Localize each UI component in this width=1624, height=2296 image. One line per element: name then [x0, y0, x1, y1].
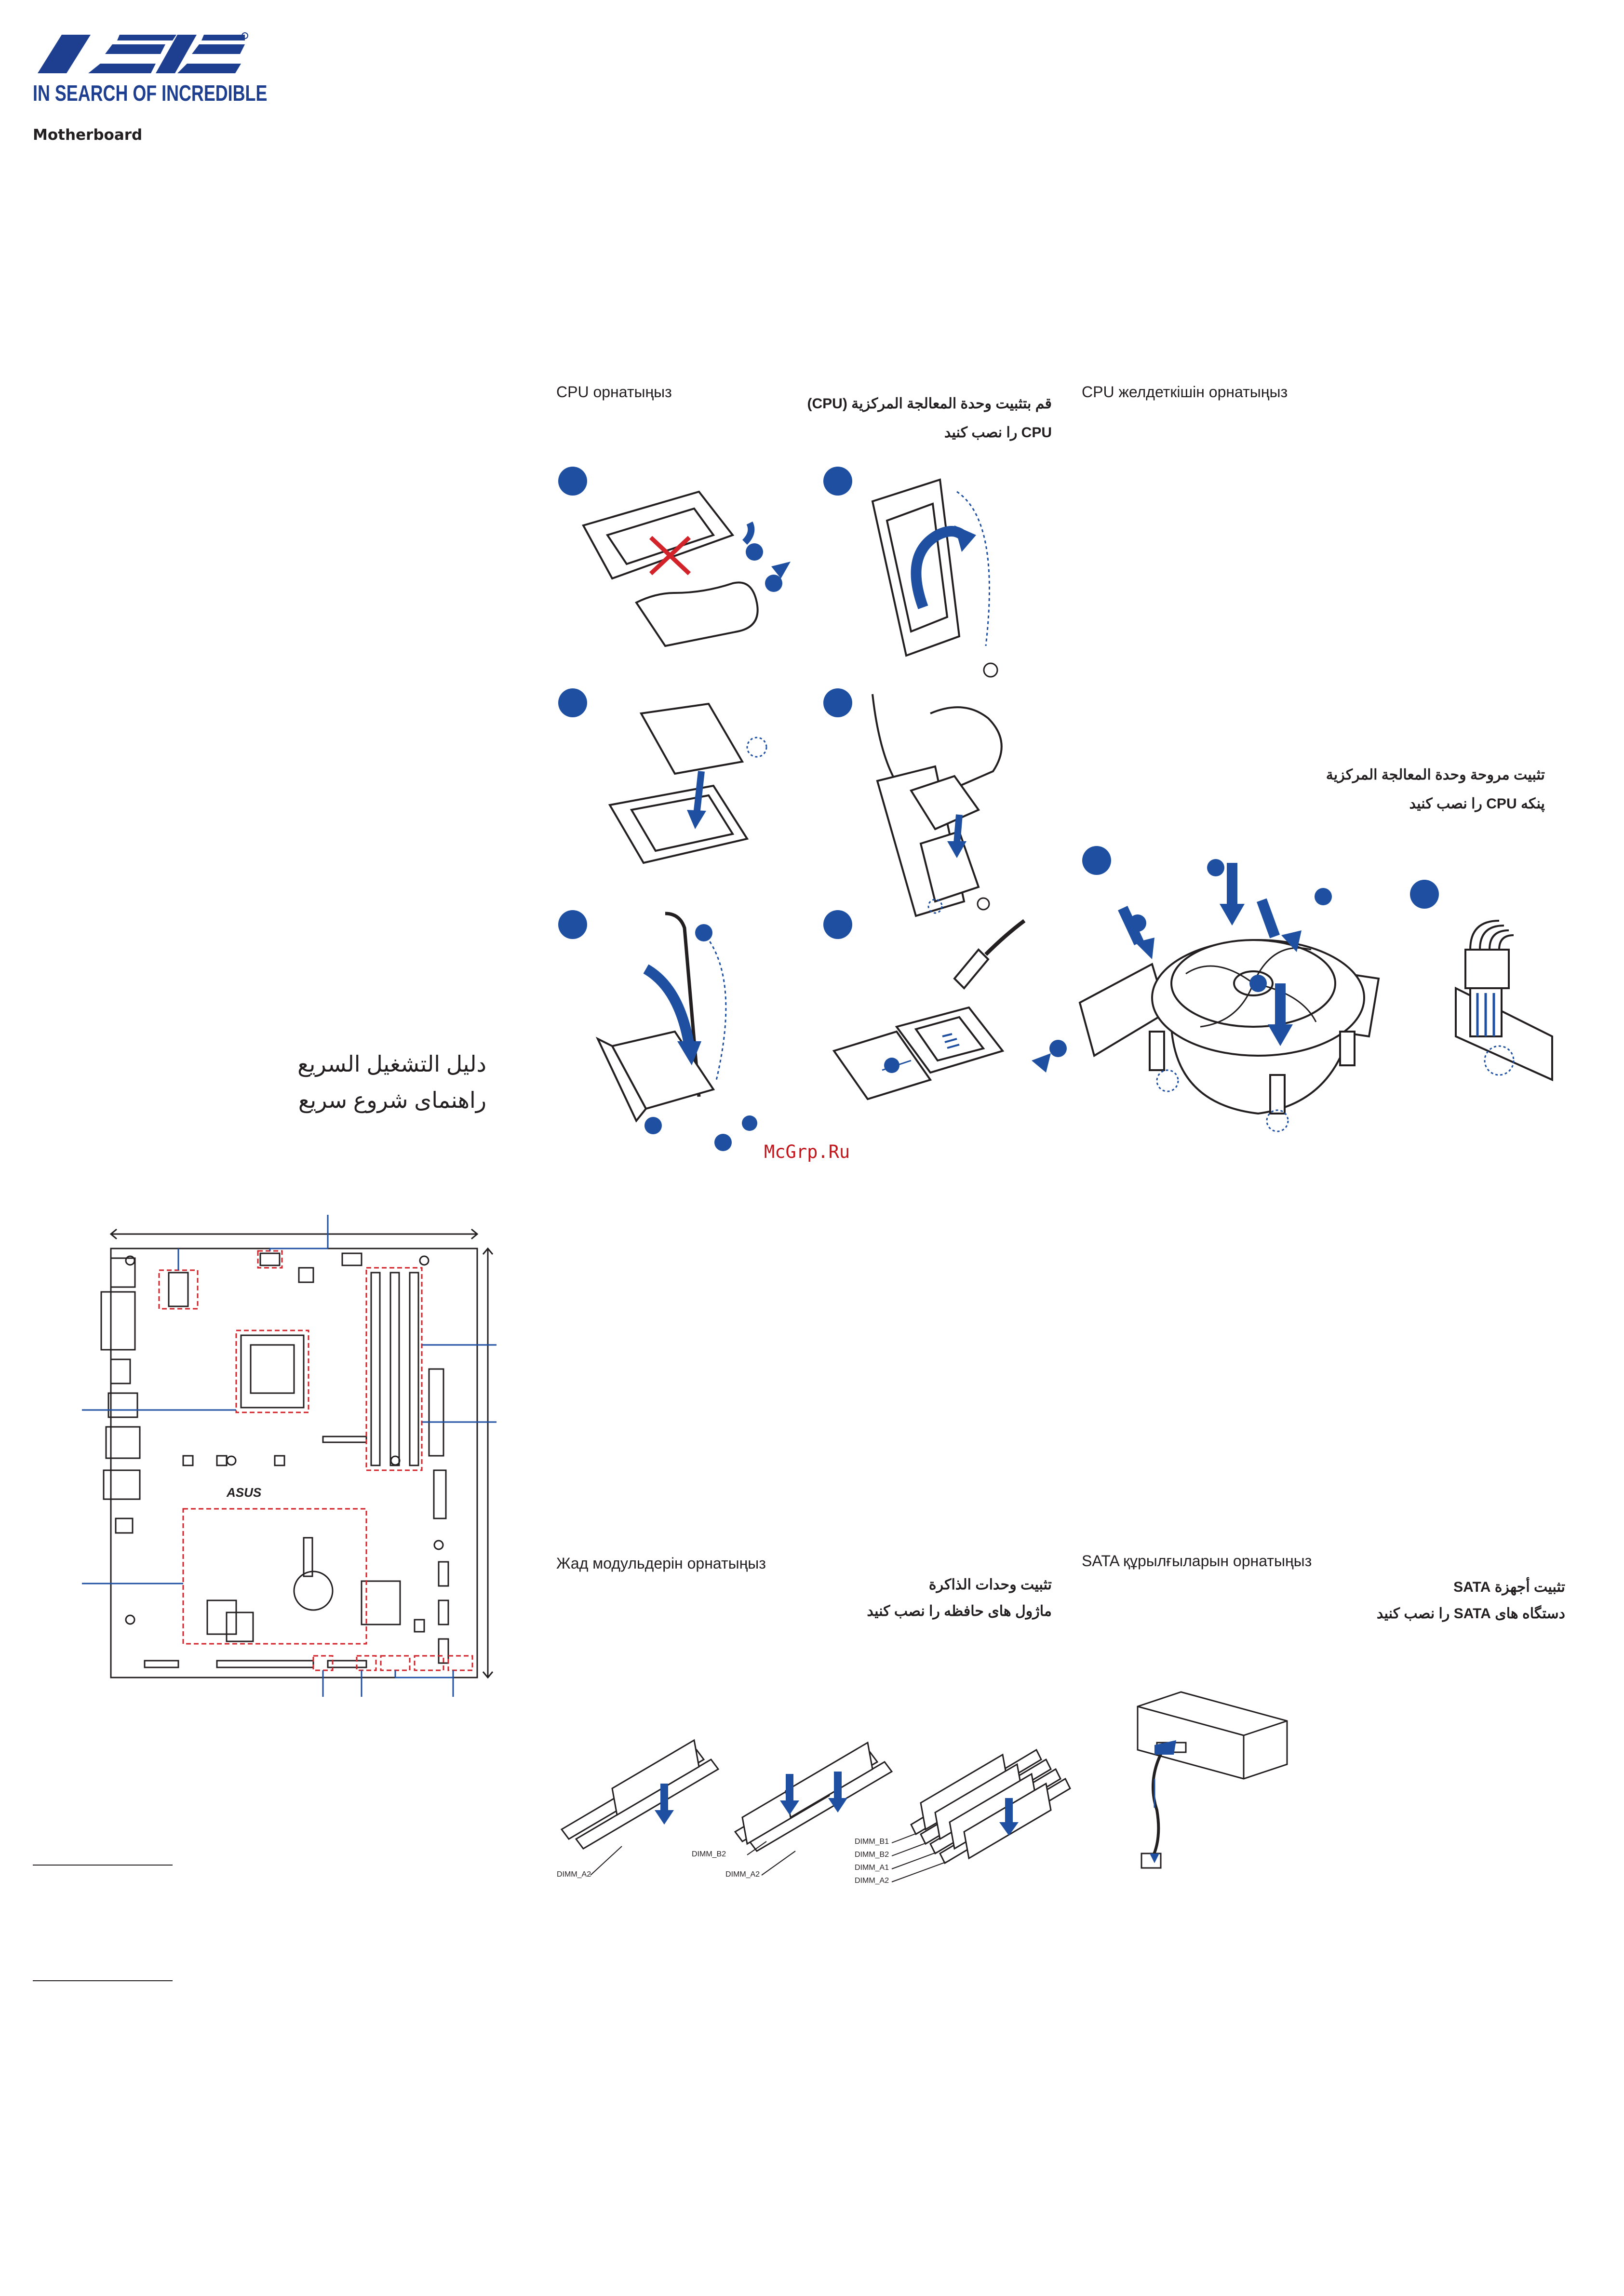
memory-section-title: Жад модульдерін орнатыңыз [556, 1555, 766, 1572]
dimm-label: DIMM_B2 [855, 1851, 889, 1859]
dimm-label: DIMM_A2 [557, 1870, 591, 1879]
dimm-label: DIMM_A2 [855, 1877, 889, 1885]
cpu-step-2-illustration [823, 467, 998, 678]
sata-install-illustration [1137, 1691, 1288, 1869]
cpu-step-5-illustration [558, 910, 757, 1151]
sata-section-title: SATA құрылғыларын орнатыңыз [1082, 1552, 1312, 1570]
cpu-step-1-illustration [558, 467, 791, 647]
sata-section-persian: دستگاه های SATA را نصب کنید [1376, 1606, 1565, 1622]
dimm-label: DIMM_A1 [855, 1864, 889, 1872]
memory-install-illustration [560, 1739, 1071, 1882]
fan-connector-illustration [1410, 880, 1553, 1082]
arabic-title: دليل التشغيل السريع [297, 1051, 486, 1076]
brand-tagline: IN SEARCH OF INCREDIBLE [33, 81, 268, 106]
fan-section-arabic: تثبيت مروحة وحدة المعالجة المركزية [1326, 767, 1545, 783]
sata-section-arabic: تثبيت أجهزة SATA [1453, 1579, 1565, 1595]
svg-text:ASUS: ASUS [226, 1485, 262, 1500]
divider-line [33, 1980, 173, 1981]
dimm-label: DIMM_B2 [692, 1850, 726, 1858]
cpu-section-title: CPU орнатыңыз [556, 383, 672, 401]
asus-logo [38, 32, 248, 73]
fan-section-title: CPU желдеткішін орнатыңыз [1082, 383, 1288, 401]
memory-section-arabic: تثبيت وحدات الذاكرة [928, 1577, 1052, 1593]
memory-section-persian: ماژول های حافظه را نصب کنید [867, 1603, 1052, 1619]
cpu-section-persian: CPU را نصب کنید [944, 425, 1052, 441]
cpu-step-4-illustration [823, 688, 1003, 917]
persian-title: راهنمای شروع سریع [298, 1088, 486, 1113]
motherboard-layout-diagram: ASUS [82, 1215, 497, 1697]
cpu-step-3-illustration [558, 688, 767, 864]
dimm-label: DIMM_B1 [855, 1838, 889, 1846]
cpu-section-arabic: قم بتثبيت وحدة المعالجة المركزية (CPU) [807, 396, 1052, 412]
cpu-step-6-illustration [823, 910, 1067, 1101]
dimm-label: DIMM_A2 [725, 1870, 760, 1879]
divider-line [33, 1865, 173, 1866]
watermark-text: McGrp.Ru [764, 1141, 850, 1162]
fan-section-persian: پنکه CPU را نصب کنید [1409, 796, 1545, 812]
product-label: Motherboard [33, 126, 143, 144]
cpu-fan-illustration [1078, 846, 1380, 1132]
